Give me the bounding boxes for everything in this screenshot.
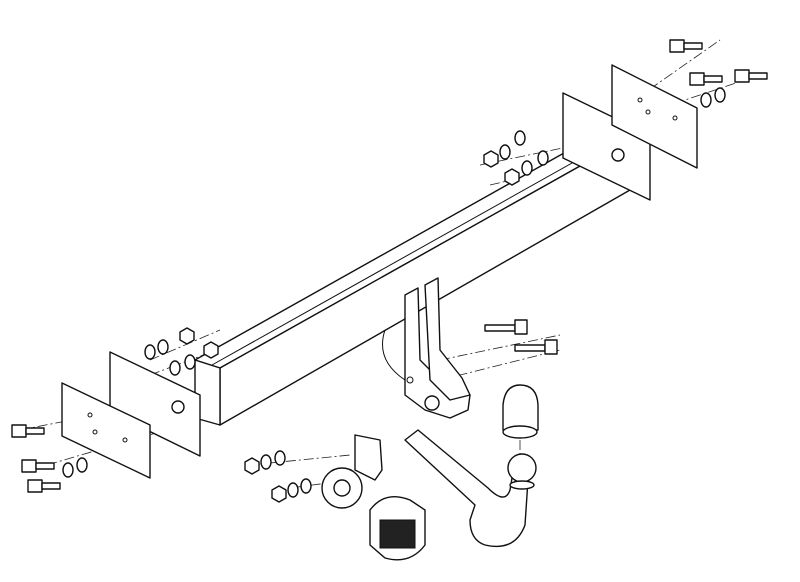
- tow-ball-cap: [502, 384, 539, 439]
- bolt-icon: [734, 69, 768, 83]
- washer-icon: [700, 92, 712, 108]
- washer-icon: [521, 160, 533, 176]
- nut-icon: [271, 485, 287, 503]
- bolt-icon: [514, 339, 558, 355]
- bolt-icon: [484, 319, 528, 335]
- electrical-socket-plate: [321, 434, 383, 509]
- right-mounting-plate: [611, 64, 698, 169]
- bolt-icon: [689, 72, 723, 86]
- tow-ball-neck: [404, 429, 537, 548]
- washer-icon: [287, 482, 299, 498]
- bolt-icon: [27, 479, 61, 493]
- left-beam-plate: [109, 351, 201, 457]
- washer-icon: [76, 457, 88, 473]
- bolt-icon: [669, 39, 703, 53]
- nut-icon: [179, 327, 195, 345]
- washer-icon: [300, 478, 312, 494]
- washer-icon: [514, 130, 526, 146]
- left-mounting-plate: [61, 382, 151, 479]
- nut-icon: [483, 150, 499, 168]
- washer-icon: [499, 144, 511, 160]
- bolt-icon: [11, 424, 45, 438]
- electrical-socket: [369, 496, 426, 561]
- ball-mount-bracket: [382, 277, 471, 419]
- washer-icon: [537, 150, 549, 166]
- nut-icon: [244, 457, 260, 475]
- washer-icon: [144, 344, 156, 360]
- washer-icon: [169, 360, 181, 376]
- washer-icon: [274, 450, 286, 466]
- nuts-and-washers: [62, 87, 726, 503]
- washer-icon: [184, 354, 196, 370]
- nut-icon: [203, 341, 219, 359]
- bolt-icon: [21, 459, 55, 473]
- bolts: [11, 39, 768, 493]
- washer-icon: [260, 454, 272, 470]
- washer-icon: [157, 339, 169, 355]
- nut-icon: [611, 148, 625, 162]
- crossbeam: [194, 129, 631, 426]
- washer-icon: [714, 87, 726, 103]
- washer-icon: [62, 462, 74, 478]
- nut-icon: [171, 400, 185, 414]
- nut-icon: [504, 168, 520, 186]
